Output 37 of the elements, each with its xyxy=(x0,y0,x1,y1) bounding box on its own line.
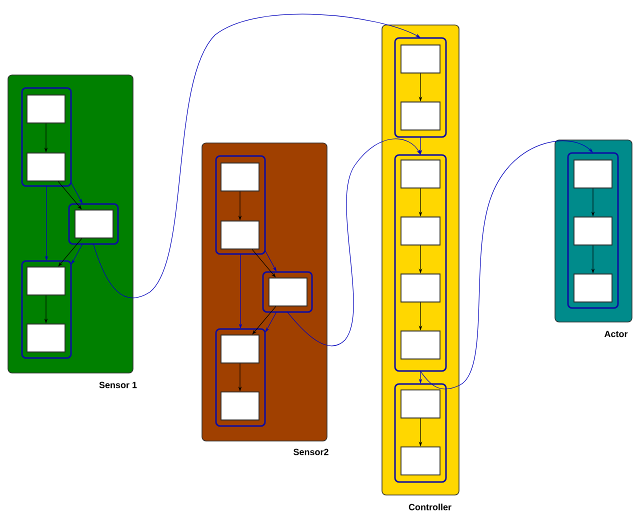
process-box xyxy=(574,216,612,246)
group-box xyxy=(21,87,72,187)
process-box xyxy=(400,216,440,246)
process-box xyxy=(26,94,66,124)
process-box xyxy=(400,160,440,188)
process-box xyxy=(574,160,612,188)
group-box xyxy=(215,328,266,427)
process-box xyxy=(26,152,66,182)
process-box xyxy=(400,330,440,360)
process-box xyxy=(268,278,308,306)
group-box xyxy=(394,383,447,483)
node-label: Controller xyxy=(408,504,452,510)
group-box xyxy=(215,155,266,255)
node-label: Sensor 1 xyxy=(99,382,137,388)
process-box xyxy=(220,392,260,420)
group-box xyxy=(68,203,119,245)
node-label: Sensor2 xyxy=(294,448,328,456)
group-box xyxy=(394,154,447,372)
process-box xyxy=(220,220,260,250)
group-box xyxy=(262,271,313,313)
process-box xyxy=(74,210,114,238)
group-box xyxy=(21,260,72,359)
process-box xyxy=(400,44,440,74)
process-box xyxy=(400,446,440,476)
arrow xyxy=(420,140,593,390)
arrow xyxy=(287,138,420,346)
process-box xyxy=(400,102,440,130)
process-box xyxy=(400,274,440,302)
group-box xyxy=(394,37,447,138)
process-box xyxy=(26,266,66,296)
process-box xyxy=(220,162,260,192)
process-box xyxy=(220,334,260,364)
group-box xyxy=(567,152,619,309)
process-box xyxy=(26,324,66,352)
process-box xyxy=(574,274,612,302)
process-box xyxy=(400,390,440,418)
node-label: Actor xyxy=(604,330,628,338)
